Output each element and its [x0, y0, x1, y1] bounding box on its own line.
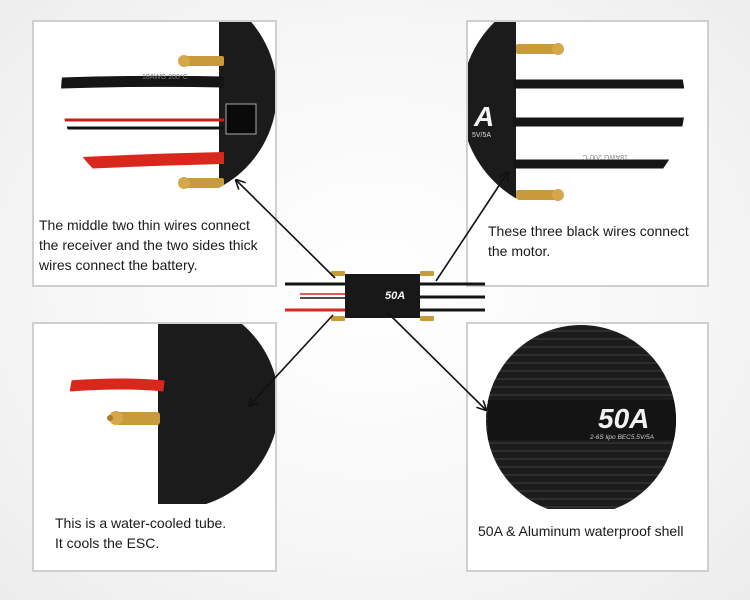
- esc-center-image: 50A: [285, 271, 485, 321]
- caption-line: 50A & Aluminum waterproof shell: [478, 523, 684, 539]
- panel-motor-wires: A 5V/5A 18AWG 200°C These three black wi…: [466, 20, 709, 287]
- gold-connector: [184, 178, 224, 188]
- caption-line: The middle two thin wires connect: [39, 217, 250, 233]
- caption-line: These three black wires connect: [488, 223, 689, 239]
- aluminum-shell-caption: 50A & Aluminum waterproof shell: [478, 521, 683, 541]
- esc-rating-label: 50A: [385, 290, 405, 302]
- caption-line: It cools the ESC.: [55, 535, 160, 551]
- water-tube-caption: This is a water-cooled tube. It cools th…: [55, 513, 226, 553]
- esc-tube-inlet: [331, 271, 345, 276]
- gold-connector: [516, 44, 558, 54]
- arrow-to-aluminum-shell: [387, 312, 486, 410]
- arrow-to-water-tube: [249, 314, 334, 406]
- water-tube-photo: [69, 324, 275, 504]
- gold-connector: [184, 56, 224, 66]
- gold-connector: [516, 190, 558, 200]
- caption-line: This is a water-cooled tube.: [55, 515, 227, 531]
- wire-print-text: 18AWG 200°C: [582, 153, 628, 161]
- panel-water-cooled-tube: This is a water-cooled tube. It cools th…: [32, 322, 277, 572]
- shell-spec: 2-6S lipo BEC5.5V/5A: [589, 434, 654, 441]
- red-wire: [69, 378, 165, 392]
- esc-housing-mark: A: [473, 101, 494, 132]
- black-thick-wire: [61, 75, 225, 90]
- battery-wires-photo: 18AWG 200°C: [61, 22, 275, 200]
- aluminum-shell-photo: 50A 2-6S lipo BEC5.5V/5A: [486, 325, 676, 509]
- esc-tube-outlet: [420, 316, 434, 321]
- panel-battery-receiver-wires: 18AWG 200°C The middle two thin wires co…: [32, 20, 277, 287]
- battery-wires-caption: The middle two thin wires connect the re…: [39, 215, 258, 275]
- esc-housing-spec: 5V/5A: [472, 132, 491, 139]
- arrow-to-motor-wires: [435, 172, 508, 282]
- caption-line: wires connect the battery.: [39, 257, 198, 273]
- panel-aluminum-shell: 50A 2-6S lipo BEC5.5V/5A 50A & Aluminum …: [466, 322, 709, 572]
- esc-tube-outlet: [420, 271, 434, 276]
- water-tube-nozzle: [116, 412, 160, 425]
- caption-line: the motor.: [488, 243, 551, 259]
- esc-housing: [345, 274, 420, 318]
- caption-line: the receiver and the two sides thick: [39, 237, 258, 253]
- wire-print-text: 18AWG 200°C: [142, 73, 188, 81]
- shell-rating: 50A: [598, 403, 649, 434]
- motor-wires-caption: These three black wires connect the moto…: [488, 221, 689, 261]
- arrow-to-battery-wires: [236, 180, 336, 279]
- esc-tube-inlet: [331, 316, 345, 321]
